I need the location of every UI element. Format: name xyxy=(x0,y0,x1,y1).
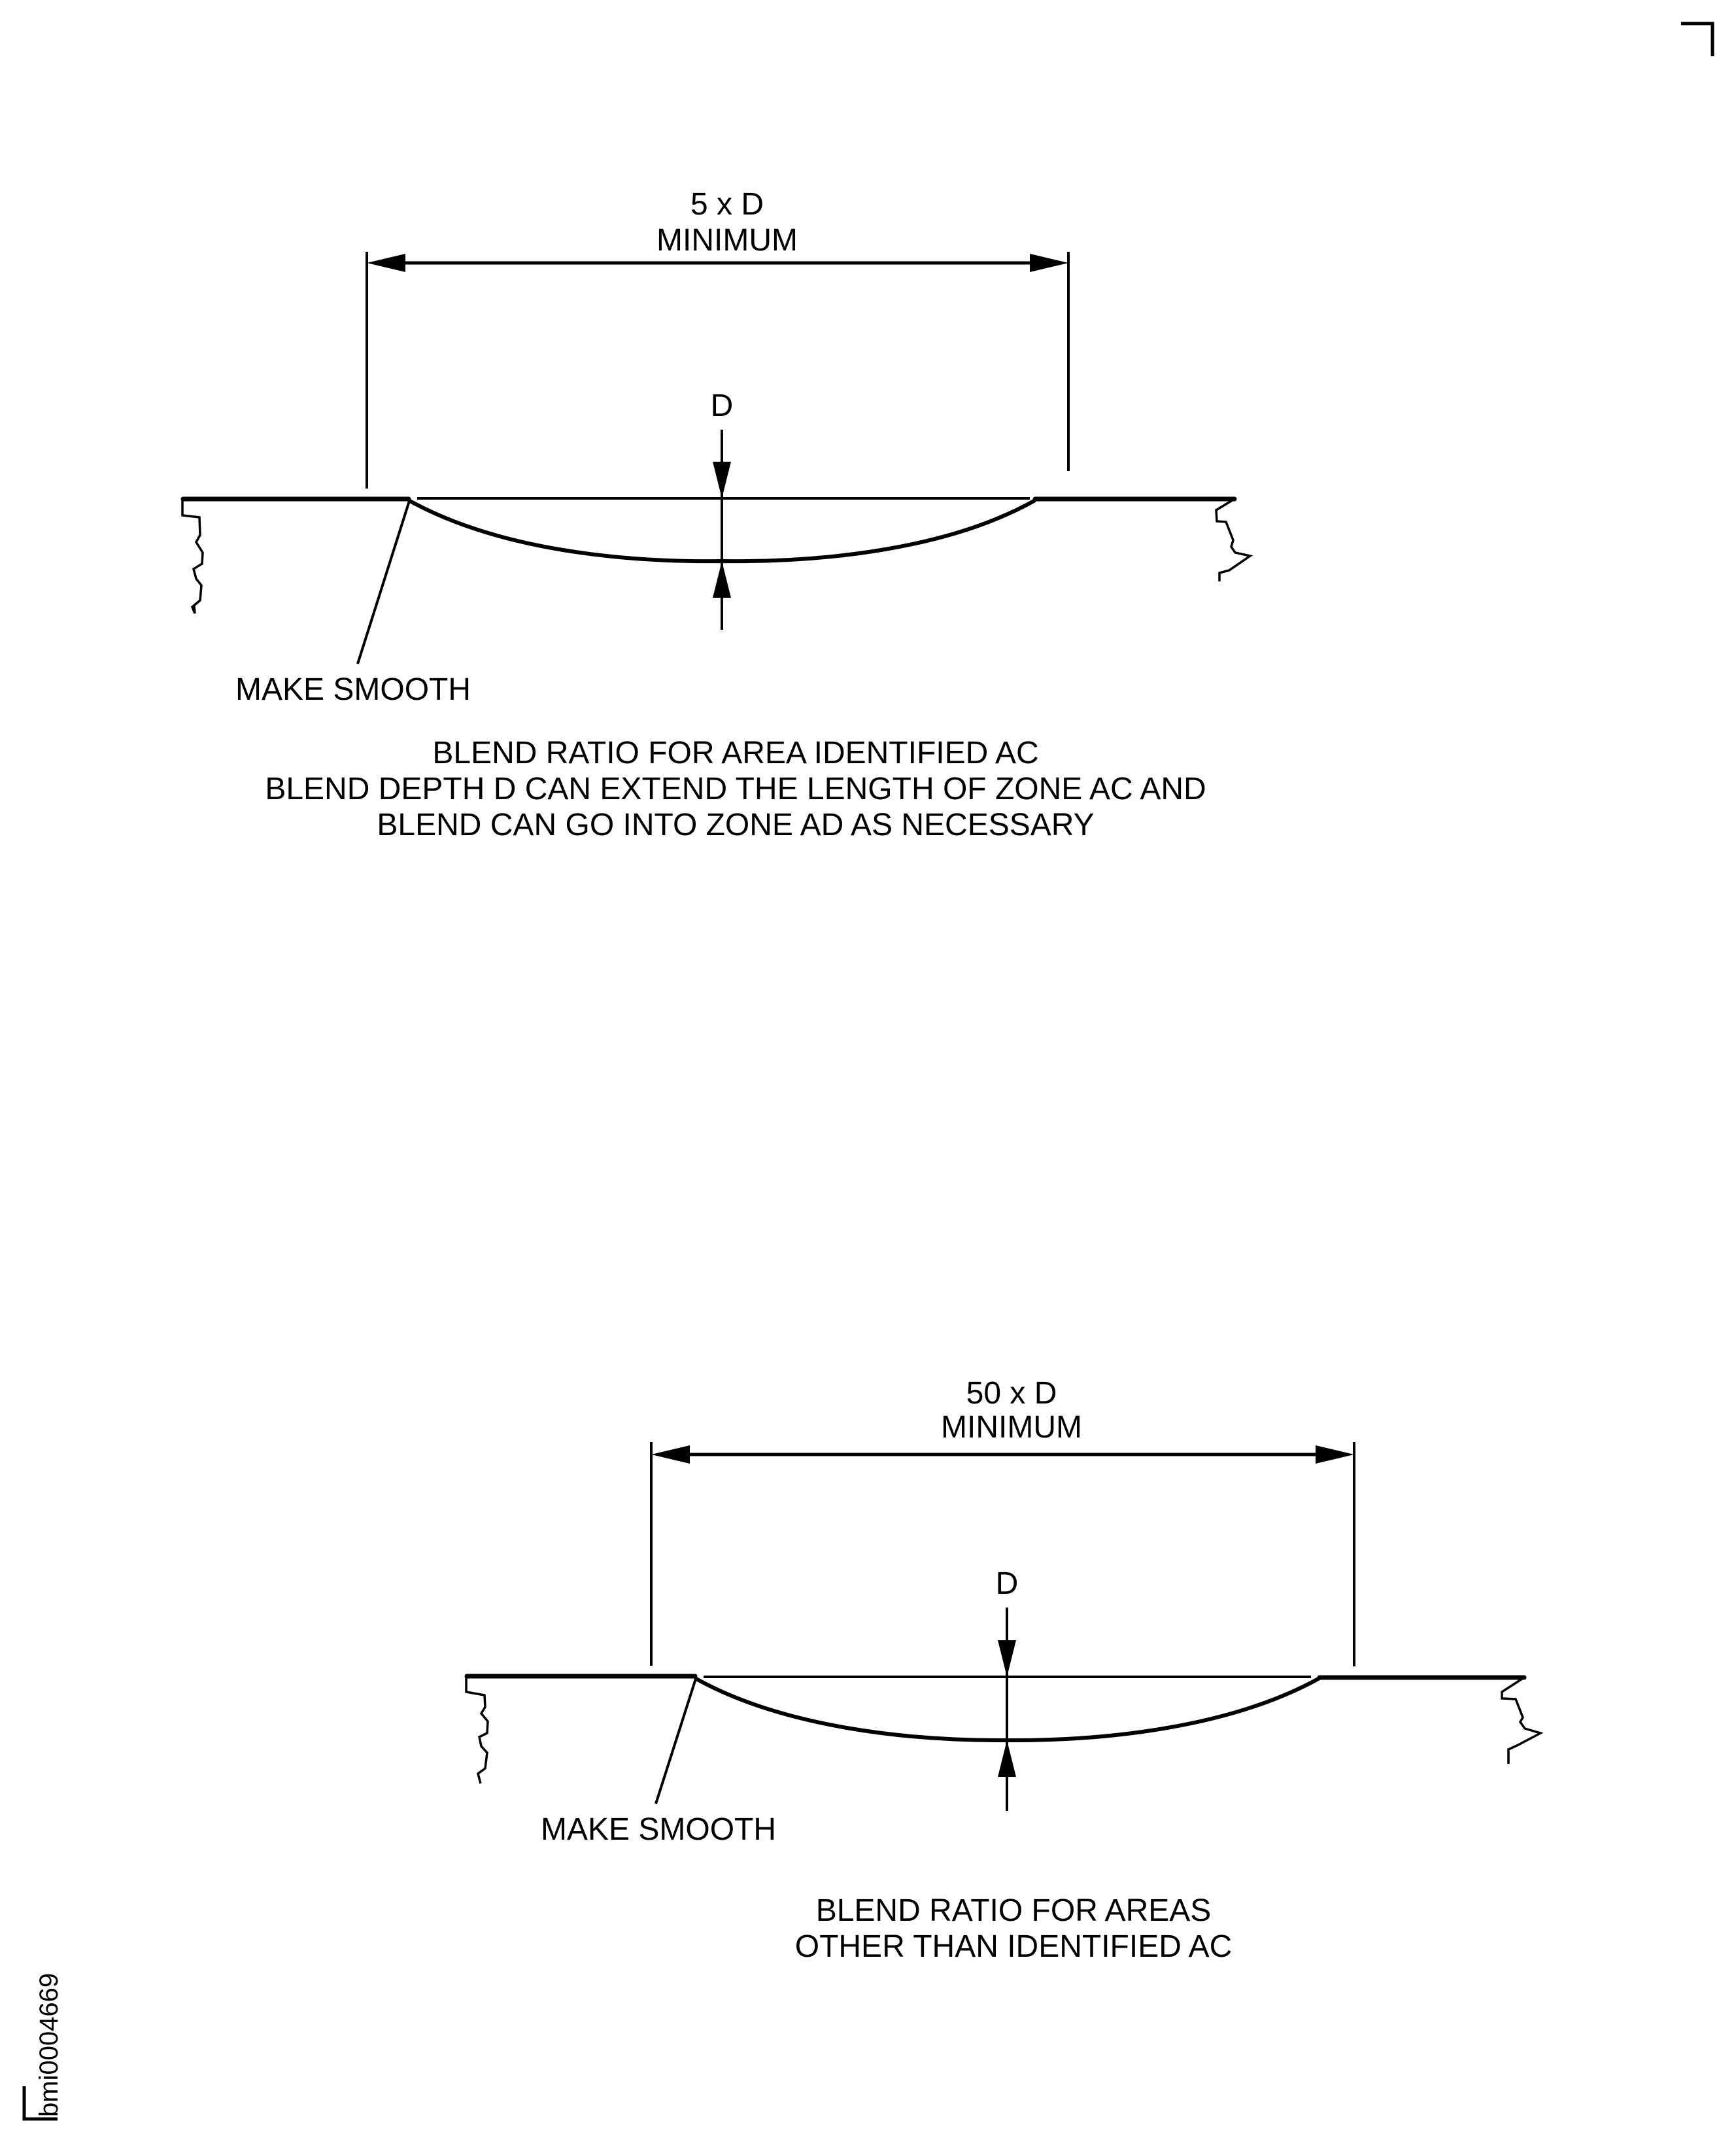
detail-top-caption: BLEND RATIO FOR AREA IDENTIFIED AC BLEND… xyxy=(265,736,1206,842)
part-surface xyxy=(180,496,1237,502)
make-smooth-note: MAKE SMOOTH xyxy=(235,672,471,707)
detail-bottom: 50 x D MINIMUM D MAKE SMOOTH BLEND RATIO… xyxy=(464,1376,1544,1964)
caption-line-1: BLEND RATIO FOR AREA IDENTIFIED AC xyxy=(432,736,1038,770)
length-dimension-line xyxy=(651,1445,1354,1464)
detail-bottom-caption: BLEND RATIO FOR AREAS OTHER THAN IDENTIF… xyxy=(795,1893,1233,1964)
arrowhead-left-icon xyxy=(651,1445,690,1464)
caption-line-3: BLEND CAN GO INTO ZONE AD AS NECESSARY xyxy=(377,808,1094,842)
arrowhead-right-icon xyxy=(1030,254,1068,272)
break-line-right xyxy=(1215,498,1253,581)
length-dimension-qualifier: MINIMUM xyxy=(656,223,798,258)
depth-dimension: D xyxy=(996,1566,1019,1811)
caption-line-2: BLEND DEPTH D CAN EXTEND THE LENGTH OF Z… xyxy=(265,772,1206,806)
break-line-left xyxy=(465,1676,489,1784)
caption-line-1: BLEND RATIO FOR AREAS xyxy=(816,1893,1212,1928)
depth-dimension: D xyxy=(711,388,734,630)
make-smooth-leader xyxy=(655,1678,697,1804)
break-line-left xyxy=(181,499,204,614)
length-dimension-line xyxy=(367,254,1068,272)
break-line-right xyxy=(1501,1676,1544,1764)
depth-arrow-down-icon xyxy=(713,462,731,498)
corner-mark-top-right xyxy=(1681,22,1714,56)
depth-arrow-up-icon xyxy=(713,561,731,598)
figure-reference: bmi0004669 xyxy=(22,1973,63,2121)
detail-top: 5 x D MINIMUM D MAKE xyxy=(180,187,1253,842)
corner-mark-bottom-left xyxy=(22,2086,58,2121)
depth-arrow-down-icon xyxy=(998,1640,1016,1677)
make-smooth-leader xyxy=(356,500,411,664)
length-dimension-value: 50 x D xyxy=(966,1376,1057,1411)
part-surface xyxy=(464,1674,1527,1680)
depth-arrow-up-icon xyxy=(998,1740,1016,1777)
caption-line-2: OTHER THAN IDENTIFIED AC xyxy=(795,1929,1233,1964)
arrowhead-left-icon xyxy=(367,254,405,272)
depth-label: D xyxy=(711,388,734,423)
length-dimension-qualifier: MINIMUM xyxy=(941,1410,1082,1445)
arrowhead-right-icon xyxy=(1316,1445,1354,1464)
figure-reference-id: bmi0004669 xyxy=(35,1973,63,2117)
length-dimension-value: 5 x D xyxy=(690,187,764,222)
make-smooth-note: MAKE SMOOTH xyxy=(541,1812,776,1847)
depth-label: D xyxy=(996,1566,1019,1601)
